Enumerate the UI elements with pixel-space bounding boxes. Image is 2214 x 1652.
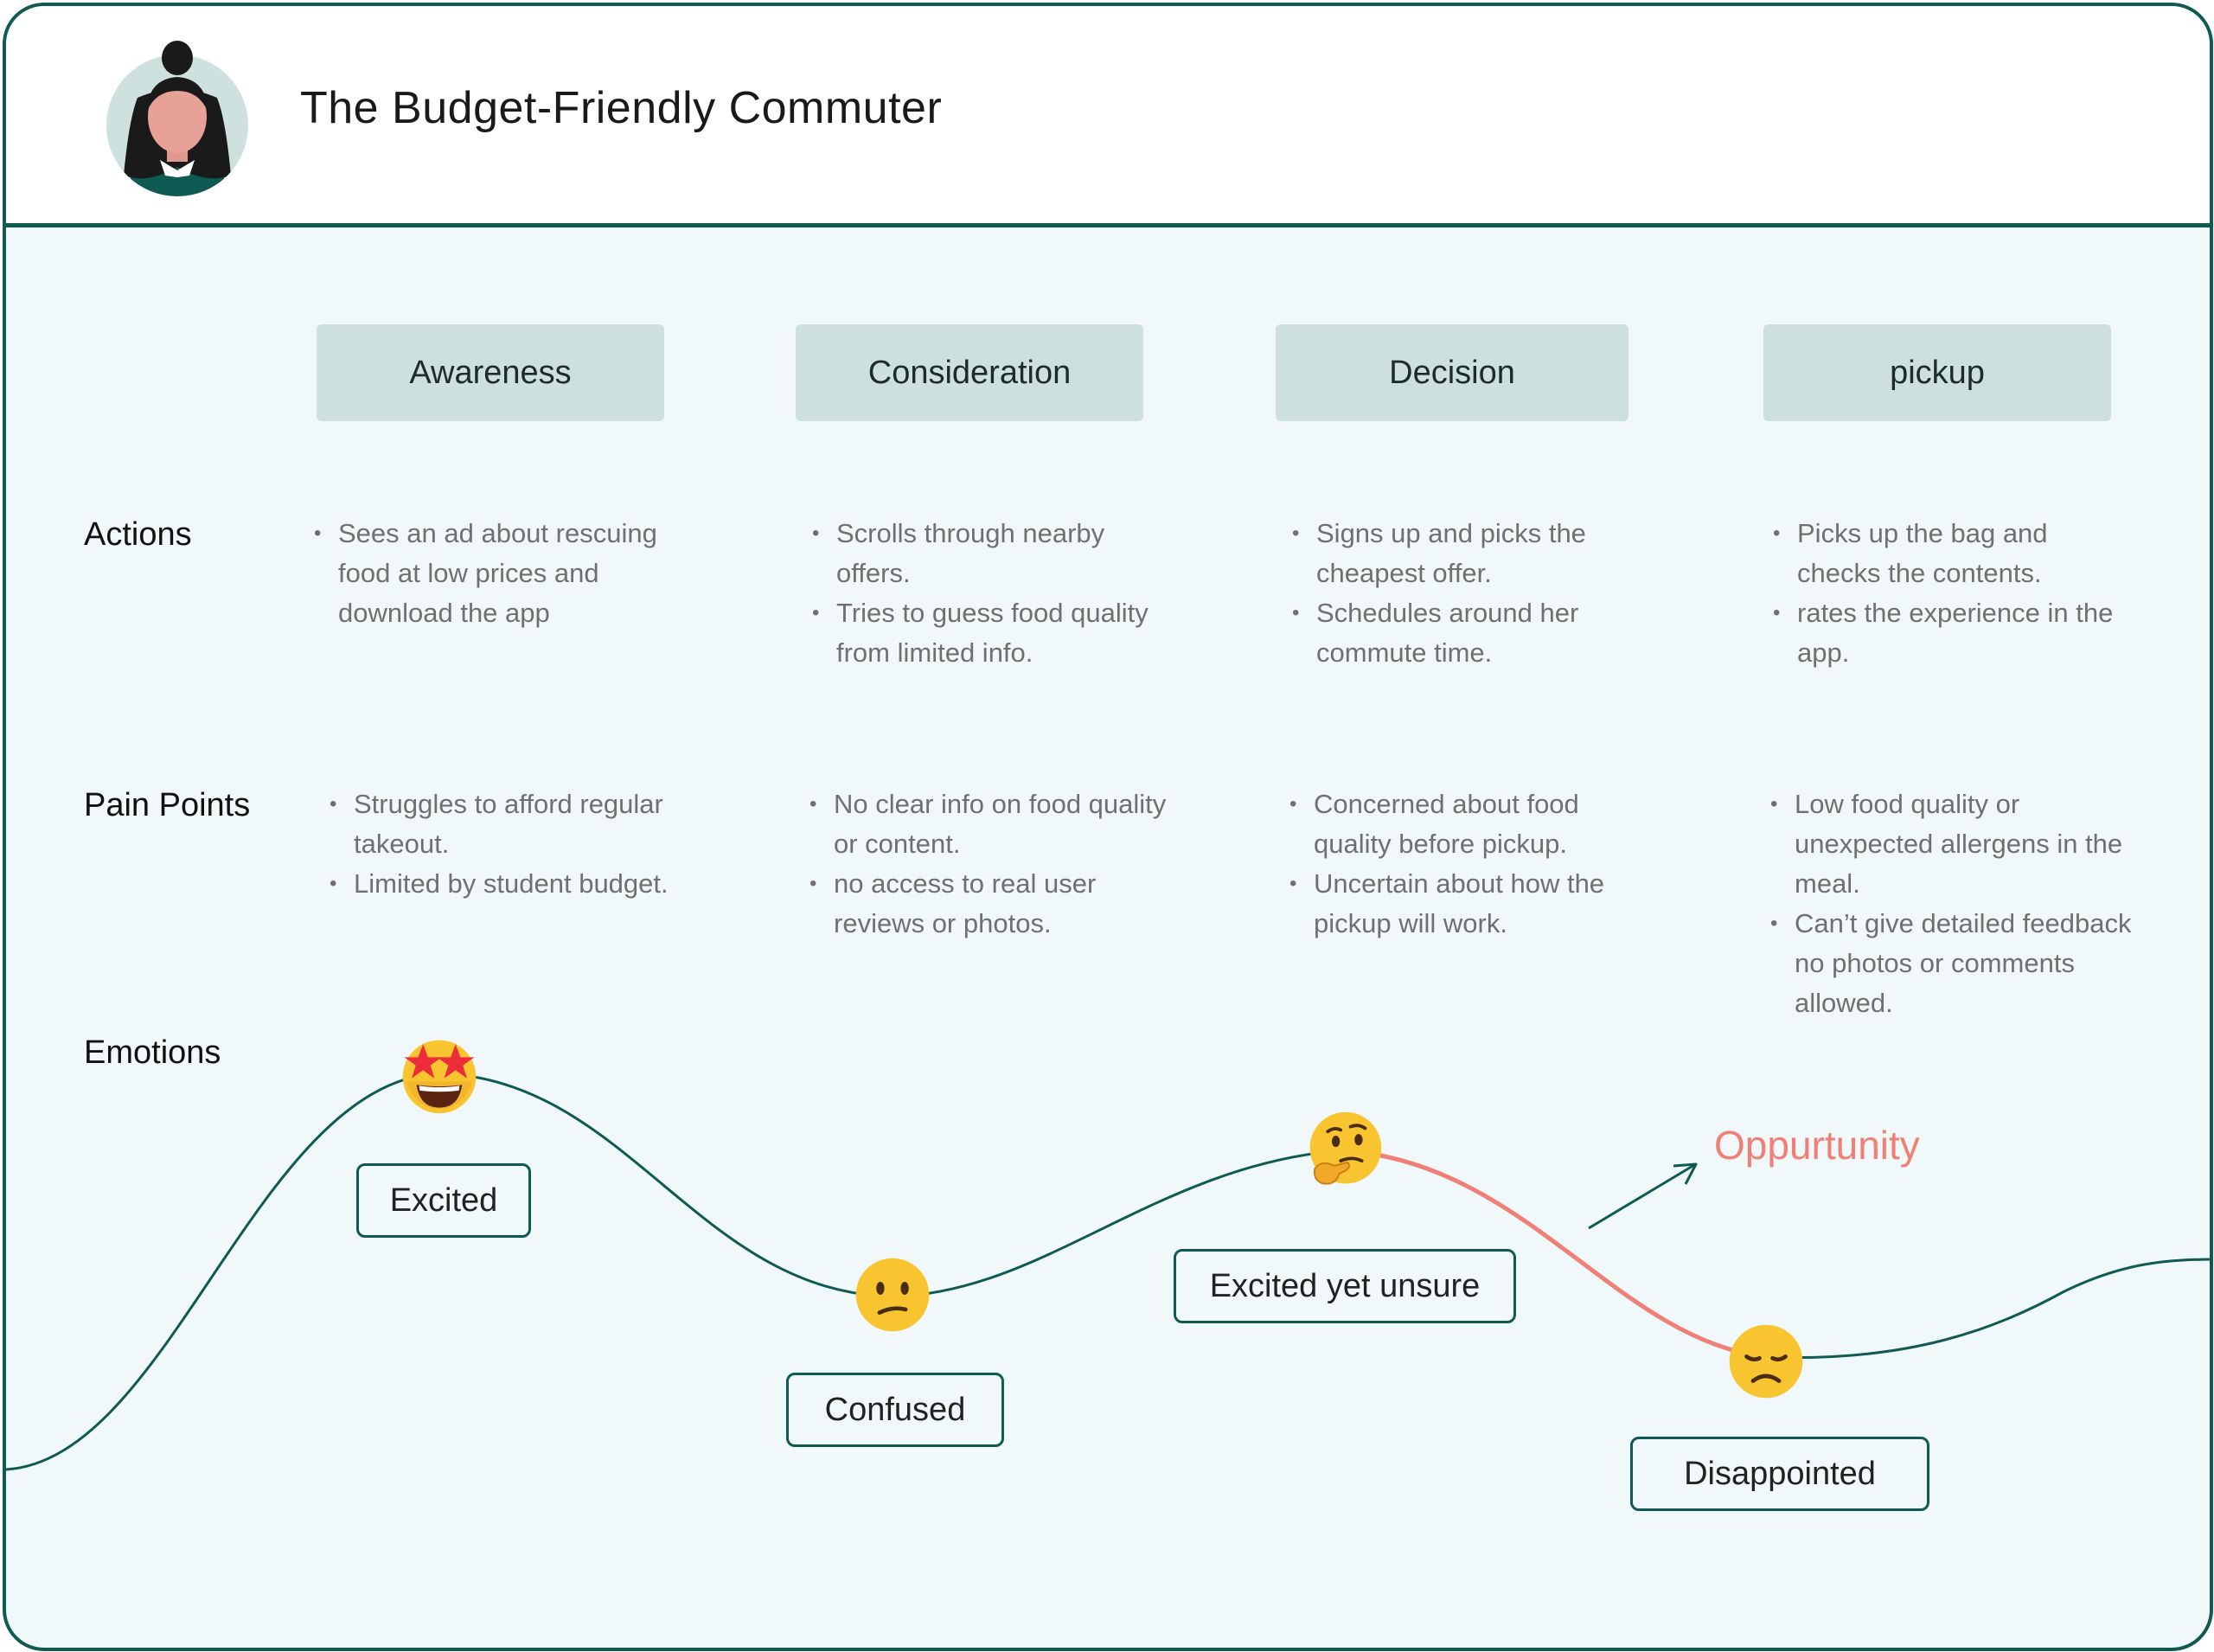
pain-points-awareness: Struggles to afford regular takeout. Lim…	[330, 784, 727, 904]
stage-decision: Decision	[1276, 324, 1629, 421]
actions-pickup: Picks up the bag and checks the contents…	[1773, 514, 2136, 673]
emotion-label-excited-yet-unsure: Excited yet unsure	[1174, 1249, 1516, 1323]
list-item: Uncertain about how the pickup will work…	[1289, 864, 1653, 944]
emotion-label-excited: Excited	[356, 1163, 531, 1238]
list-item: Low food quality or unexpected allergens…	[1770, 784, 2134, 904]
list-item: Can’t give detailed feedback no photos o…	[1770, 904, 2134, 1023]
actions-awareness: Sees an ad about rescuing food at low pr…	[314, 514, 712, 633]
list-item: Schedules around her commute time.	[1292, 593, 1655, 673]
list-item: Signs up and picks the cheapest offer.	[1292, 514, 1655, 593]
pain-points-pickup: Low food quality or unexpected allergens…	[1770, 784, 2134, 1023]
list-item: Scrolls through nearby offers.	[812, 514, 1175, 593]
row-label-pain-points: Pain Points	[84, 787, 251, 823]
list-item: rates the experience in the app.	[1773, 593, 2136, 673]
list-item: Sees an ad about rescuing food at low pr…	[314, 514, 712, 633]
emotion-label-disappointed: Disappointed	[1630, 1437, 1929, 1511]
list-item: Picks up the bag and checks the contents…	[1773, 514, 2136, 593]
journey-map-card: The Budget-Friendly Commuter Awareness C…	[3, 3, 2213, 1651]
stage-awareness: Awareness	[317, 324, 664, 421]
confused-face-emoji-icon	[855, 1258, 930, 1332]
star-struck-emoji-icon	[402, 1040, 477, 1114]
persona-header: The Budget-Friendly Commuter	[6, 6, 2210, 227]
list-item: No clear info on food quality or content…	[809, 784, 1173, 864]
woman-avatar-icon	[106, 41, 248, 196]
thinking-face-emoji-icon	[1309, 1111, 1382, 1185]
emotion-curve-line-highlight	[1341, 1148, 1767, 1360]
disappointed-face-emoji-icon	[1729, 1324, 1803, 1399]
arrow-icon	[1588, 1162, 1698, 1230]
emotion-curve-line	[6, 1072, 1343, 1471]
list-item: no access to real user reviews or photos…	[809, 864, 1173, 944]
actions-consideration: Scrolls through nearby offers. Tries to …	[812, 514, 1175, 673]
stage-pickup: pickup	[1763, 324, 2111, 421]
list-item: Struggles to afford regular takeout.	[330, 784, 727, 864]
opportunity-label: Oppurtunity	[1714, 1123, 1920, 1168]
list-item: Concerned about food quality before pick…	[1289, 784, 1653, 864]
row-label-emotions: Emotions	[84, 1034, 221, 1071]
row-label-actions: Actions	[84, 516, 192, 553]
emotion-label-confused: Confused	[786, 1373, 1004, 1447]
stage-consideration: Consideration	[796, 324, 1143, 421]
pain-points-consideration: No clear info on food quality or content…	[809, 784, 1173, 944]
actions-decision: Signs up and picks the cheapest offer. S…	[1292, 514, 1655, 673]
pain-points-decision: Concerned about food quality before pick…	[1289, 784, 1653, 944]
list-item: Tries to guess food quality from limited…	[812, 593, 1175, 673]
persona-title: The Budget-Friendly Commuter	[300, 83, 943, 133]
emotion-curve	[6, 1072, 2210, 1471]
list-item: Limited by student budget.	[330, 864, 727, 904]
emotion-curve-line	[1765, 1258, 2210, 1360]
